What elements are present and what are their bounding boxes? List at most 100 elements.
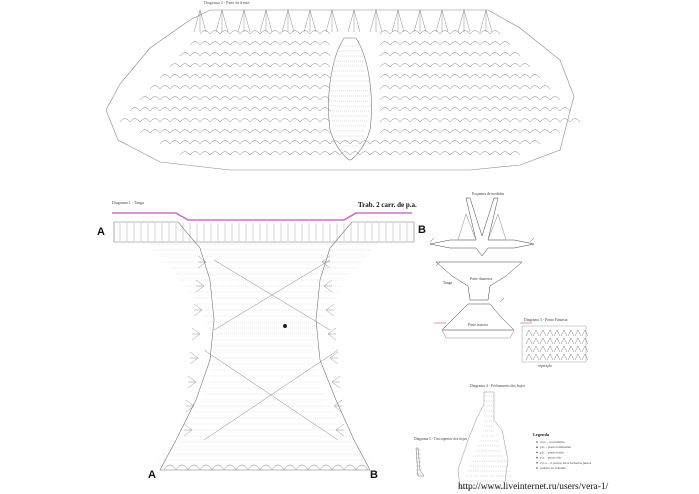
schematic-label-tanga: Tanga — [443, 281, 453, 285]
tanga-bottom-fans — [163, 464, 369, 471]
bra-cups-outline — [429, 197, 535, 257]
shell-row — [159, 74, 541, 79]
fan-stitch — [391, 9, 405, 33]
shell-row — [169, 63, 531, 68]
fancy-stitch — [560, 329, 568, 337]
fan-stitch — [457, 9, 471, 33]
front-panel-outline — [105, 9, 575, 171]
bottom-fan — [295, 464, 309, 471]
fancy-stitch — [560, 337, 568, 345]
shell-row — [179, 151, 521, 156]
side-fan-left — [193, 303, 203, 317]
front-panel-chart — [105, 9, 581, 171]
fancy-stitch-chart — [521, 325, 589, 363]
side-fan-right — [329, 351, 339, 365]
legend-symbol — [536, 467, 538, 469]
shell-row — [199, 30, 501, 35]
legend-item-label: p.b. - ponto baixo — [540, 450, 564, 454]
side-fan-right — [331, 375, 341, 389]
label-a-top: A — [97, 226, 105, 238]
fancy-stitch — [539, 353, 547, 361]
fancy-stitch — [567, 345, 575, 353]
cup-closing-outline — [457, 391, 509, 489]
bottom-fan — [175, 464, 189, 471]
fan-stitch — [413, 9, 427, 33]
fancy-stitch — [525, 345, 533, 353]
shell-row — [189, 41, 511, 46]
side-fan-left — [197, 255, 207, 269]
fancy-stitch — [539, 345, 547, 353]
cup-strap-chart — [415, 447, 425, 477]
side-fan-left — [191, 327, 201, 341]
fancy-stitch — [574, 329, 582, 337]
fancy-stitch — [553, 353, 561, 361]
label-a-bottom: A — [148, 469, 156, 481]
fancy-stitch — [553, 345, 561, 353]
bottom-fan — [223, 464, 237, 471]
fancy-stitch — [546, 345, 554, 353]
fancy-stitch — [525, 353, 533, 361]
shell-row — [149, 85, 551, 90]
bottom-fan — [319, 464, 333, 471]
legend-symbol — [536, 462, 538, 464]
bottom-fan — [211, 464, 225, 471]
legend-item-label: sentido do trabalho — [540, 466, 566, 470]
shell-row — [159, 140, 541, 145]
fancy-stitch — [539, 337, 547, 345]
label-b-bottom: B — [370, 469, 378, 481]
schematic-title: Esquema de medidas — [472, 192, 505, 196]
side-fan-right — [333, 399, 343, 413]
bottom-fan — [355, 464, 369, 471]
fan-stitch — [435, 9, 449, 33]
legend-item-label: 2 p.a. - 2 pontos altos fechados juntos — [540, 461, 592, 465]
bottom-fan — [235, 464, 249, 471]
shell-row — [139, 129, 561, 134]
fancy-stitch — [532, 329, 540, 337]
fan-stitch — [303, 9, 317, 33]
legend-symbol — [536, 441, 538, 443]
fancy-stitch — [567, 329, 575, 337]
tanga-chart — [112, 212, 415, 471]
fan-stitch — [369, 9, 383, 33]
side-fan-right — [325, 303, 335, 317]
tanga-outline — [113, 221, 415, 471]
cup-closing-stitches — [463, 395, 515, 482]
bottom-fan — [271, 464, 285, 471]
fan-stitch — [193, 9, 207, 33]
fan-stitch — [215, 9, 229, 33]
fancy-stitch-box — [521, 325, 587, 363]
bottom-fan — [247, 464, 261, 471]
legend-symbol — [536, 446, 538, 449]
fancy-stitch — [581, 353, 589, 361]
fancy-stitch — [567, 337, 575, 345]
watermark-url: http://www.liveinternet.ru/users/vera-1/ — [458, 482, 609, 492]
fancy-stitch-repeat-note: repetição — [538, 364, 552, 368]
bottom-fan — [307, 464, 321, 471]
front-panel-fans — [193, 9, 493, 33]
fan-stitch — [325, 9, 339, 33]
front-panel-shell-rows — [119, 30, 581, 156]
fancy-stitch — [532, 353, 540, 361]
fancy-stitch — [560, 345, 568, 353]
front-panel-chart-title: Diagrama 2 - Parte da frente — [204, 0, 250, 5]
fan-stitch — [281, 9, 295, 33]
fancy-stitch — [574, 337, 582, 345]
bottom-fan — [259, 464, 273, 471]
bottom-fan — [163, 464, 177, 471]
fancy-stitch — [525, 337, 533, 345]
fancy-stitch-marks — [525, 329, 589, 361]
legend-item-label: corr. - correntinha — [540, 440, 565, 444]
side-fan-right — [323, 279, 333, 293]
front-panel-center-pineapple — [328, 37, 372, 161]
fancy-stitch — [574, 353, 582, 361]
fancy-stitch — [581, 329, 589, 337]
bra-cup-right — [487, 213, 507, 241]
bottom-fan — [187, 464, 201, 471]
fan-stitch — [259, 9, 273, 33]
side-fan-right — [321, 255, 331, 269]
fancy-stitch — [525, 329, 533, 337]
legend-item-label: p.a. - ponto alto — [540, 456, 562, 460]
tanga-front-outline — [435, 261, 523, 301]
fancy-stitch — [532, 345, 540, 353]
